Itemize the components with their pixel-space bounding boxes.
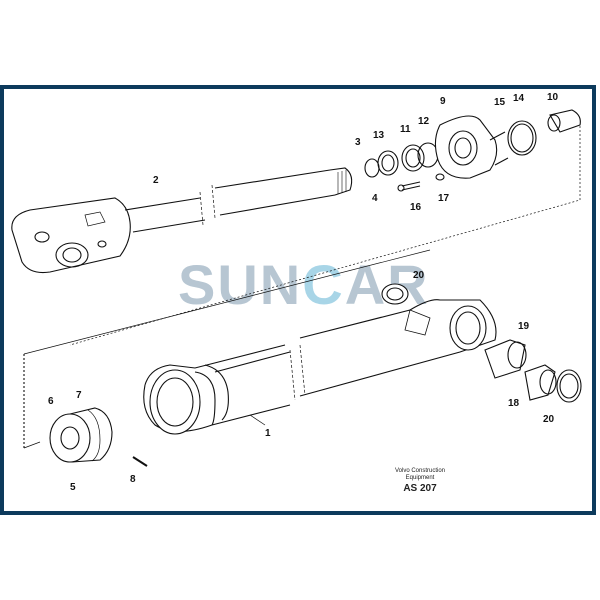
callout-11: 11 xyxy=(400,124,411,135)
suncar-watermark: SUNCAR xyxy=(178,252,430,317)
assembly-lines xyxy=(23,249,431,449)
drawing-caption: Volvo Construction Equipment AS 207 xyxy=(360,468,480,495)
callout-15: 15 xyxy=(494,97,506,108)
callout-13: 13 xyxy=(373,130,385,141)
assembly-dash-right xyxy=(69,118,581,346)
callout-14: 14 xyxy=(513,93,525,104)
callout-17: 17 xyxy=(438,193,450,204)
diagram-frame xyxy=(0,85,596,515)
callout-5: 5 xyxy=(70,482,76,493)
callout-12: 12 xyxy=(418,116,430,127)
callout-16: 16 xyxy=(410,202,422,213)
piston-assembly xyxy=(49,407,148,467)
callout-10: 10 xyxy=(547,92,559,103)
callout-2: 2 xyxy=(153,175,159,186)
callout-7: 7 xyxy=(76,390,82,401)
callout-3: 3 xyxy=(355,137,361,148)
callout-20a: 20 xyxy=(413,270,425,281)
head-components xyxy=(364,109,581,192)
drawing-code: AS 207 xyxy=(403,483,437,494)
callout-4: 4 xyxy=(372,193,378,204)
callout-19: 19 xyxy=(518,321,530,332)
caption-line2: Equipment xyxy=(405,475,435,481)
piston-rod xyxy=(11,167,353,274)
callout-8: 8 xyxy=(130,474,136,485)
watermark-sun: SUN xyxy=(178,253,303,316)
callout-18: 18 xyxy=(508,398,520,409)
eye-bushings xyxy=(381,283,582,403)
cylinder-barrel xyxy=(143,299,497,435)
callout-20b: 20 xyxy=(543,414,555,425)
callout-6: 6 xyxy=(48,396,54,407)
callout-1: 1 xyxy=(265,428,271,439)
watermark-ar: AR xyxy=(344,253,430,316)
caption-line1: Volvo Construction xyxy=(394,468,446,474)
watermark-c: C xyxy=(302,253,345,316)
callout-9: 9 xyxy=(440,96,446,107)
